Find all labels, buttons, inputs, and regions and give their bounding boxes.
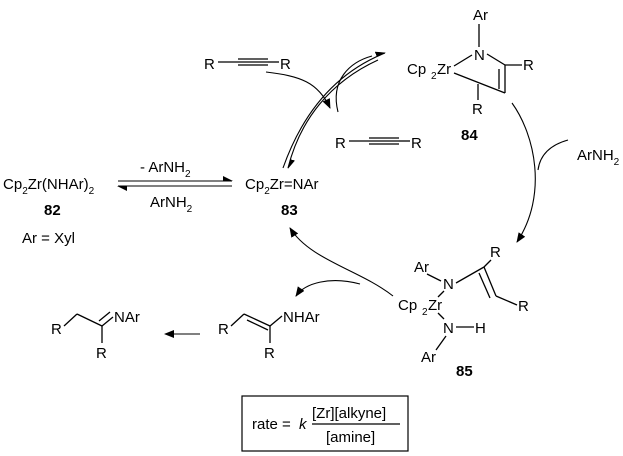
enamine-product: R NHAr R: [218, 309, 320, 362]
compound-85: Ar N R R Cp 2 Zr N H Ar 85: [398, 244, 529, 380]
c82-ar-definition: Ar = Xyl: [22, 230, 75, 247]
imine-r1: R: [51, 321, 62, 338]
c85-h: H: [475, 320, 486, 337]
c85-zr: Zr: [428, 297, 442, 314]
rate-prefix: rate =: [252, 416, 291, 433]
rate-law-box: rate = k [Zr][alkyne] [amine]: [241, 395, 409, 452]
alkyne-out-r-right: R: [411, 135, 422, 152]
enamine-nhar: NHAr: [283, 309, 320, 326]
c84-cp-sub: 2: [431, 71, 437, 82]
alkyne-reagent-in: R R: [204, 56, 291, 73]
c84-r1: R: [523, 57, 534, 74]
enamine-r2: R: [264, 345, 275, 362]
c85-ar-top: Ar: [414, 259, 429, 276]
compound-83: Cp2Zr=NAr 83: [245, 176, 319, 219]
c85-cp-sub: 2: [422, 307, 428, 318]
imine-nar: NAr: [114, 309, 140, 326]
eq-back-label: ArNH2: [150, 194, 193, 215]
c84-n: N: [474, 47, 485, 64]
eq-forward-label: - ArNH2: [140, 159, 191, 180]
imine-r2: R: [96, 345, 107, 362]
c85-r-right: R: [518, 298, 529, 315]
arrow-enamine-release: [295, 280, 361, 297]
arrow-85-to-83: [289, 227, 394, 297]
c83-formula: Cp2Zr=NAr: [245, 176, 319, 197]
c85-r-top: R: [490, 244, 501, 261]
c85-n-top: N: [443, 276, 454, 293]
arrow-84-to-83: [287, 59, 379, 169]
arrow-84-to-85: [511, 102, 536, 243]
rate-denominator: [amine]: [326, 429, 375, 446]
equilibrium-82-83: - ArNH2 ArNH2: [117, 159, 233, 215]
alkyne-in-r-right: R: [280, 56, 291, 73]
c84-number: 84: [461, 127, 478, 144]
c82-number: 82: [44, 202, 61, 219]
arrow-83-to-84: [282, 51, 386, 169]
compound-84: Ar N Cp 2 Zr R R 84: [407, 7, 534, 144]
c85-cp: Cp: [398, 297, 417, 314]
c85-n-bottom: N: [443, 320, 454, 337]
c84-cp: Cp: [407, 61, 426, 78]
alkyne-reagent-out: R R: [335, 135, 422, 152]
arnh2-reagent: ArNH2: [577, 147, 620, 168]
alkyne-in-r-left: R: [204, 56, 215, 73]
c84-ar: Ar: [473, 7, 488, 24]
arrow-arnh2-in: [537, 139, 569, 171]
rate-numerator: [Zr][alkyne]: [312, 405, 386, 422]
alkyne-out-r-left: R: [335, 135, 346, 152]
compound-82: Cp2Zr(NHAr)2 82 Ar = Xyl: [3, 176, 95, 247]
imine-product: R NAr R: [51, 309, 140, 362]
c84-r2: R: [472, 101, 483, 118]
rate-constant: k: [299, 416, 308, 433]
c84-zr: Zr: [437, 61, 451, 78]
c82-cp: Cp2Zr(NHAr)2: [3, 176, 95, 197]
arrow-alkyne-release: [265, 71, 331, 109]
c85-number: 85: [456, 363, 473, 380]
enamine-r1: R: [218, 321, 229, 338]
c83-number: 83: [281, 202, 298, 219]
c85-ar-bottom: Ar: [421, 349, 436, 366]
arrow-alkyne-join: [335, 55, 373, 113]
